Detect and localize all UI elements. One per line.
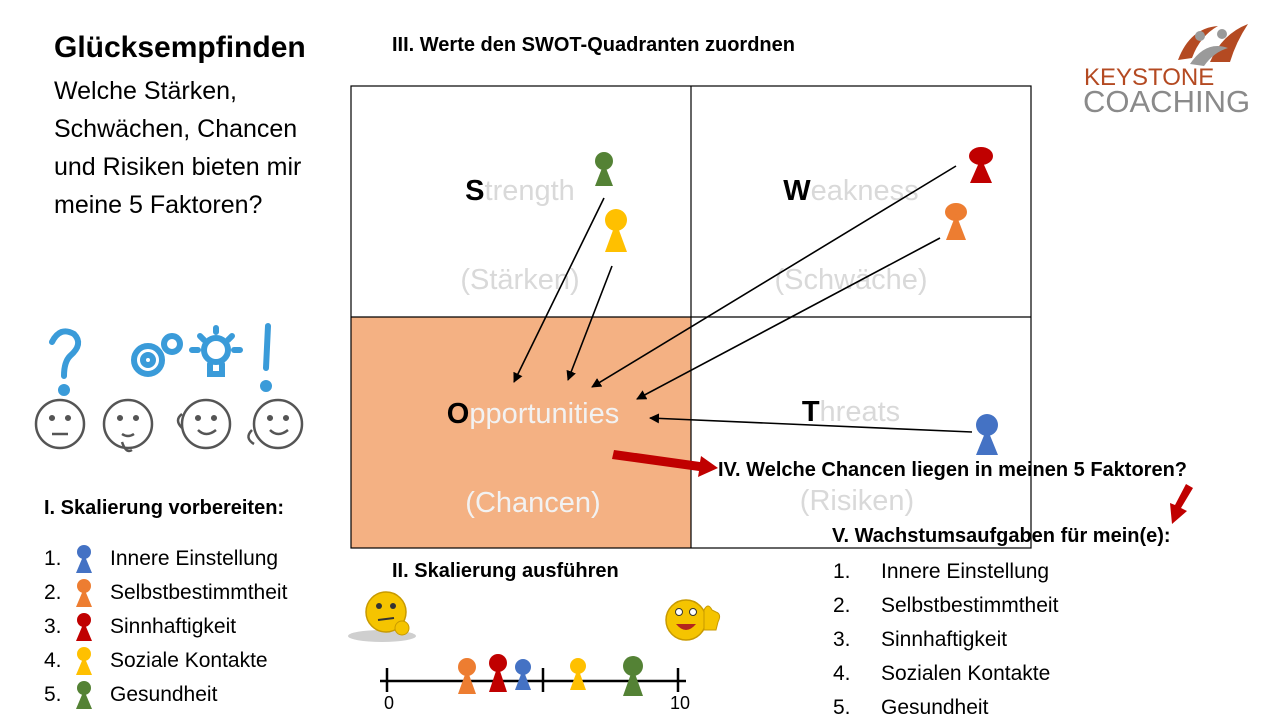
factor-label: Soziale Kontakte [110,649,268,672]
factor-pawn-icon [76,647,92,675]
factor-number: 4. [44,649,62,672]
scale-pawn-gesundheit-icon [623,656,643,696]
factor-number: 2. [44,581,62,604]
page-title: Glücksempfinden [54,31,306,64]
logo-text-coaching: COACHING [1083,84,1251,119]
logo-text-keystone: KEYSTONE [1084,64,1215,91]
pawn-innere-einstellung-icon [976,414,998,455]
arrow-health-to-opportunities [513,197,605,383]
growth-label: Sinnhaftigkeit [881,628,1008,651]
factor-label: Gesundheit [110,683,218,706]
growth-label: Innere Einstellung [881,560,1050,583]
step4-heading: IV. Welche Chancen liegen in meinen 5 Fa… [718,459,1188,481]
factor-pawn-icon [76,545,92,573]
pawn-selbstbestimmtheit-icon [945,203,967,240]
step5-heading: V. Wachstumsaufgaben für mein(e): [832,525,1171,547]
scale-min-label: 0 [384,693,394,713]
strength-label: Strength [465,175,575,207]
growth-number: 3. [833,628,851,651]
opportunities-label: Opportunities [447,398,620,430]
factor-pawn-icon [76,579,92,607]
step1-heading: I. Skalierung vorbereiten: [44,497,285,519]
weakness-label: Weakness [783,175,918,207]
step3-heading: III. Werte den SWOT-Quadranten zuordnen [392,34,795,56]
arrow-attitude-to-opportunities [649,413,973,433]
weakness-rest: eakness [811,175,919,207]
weakness-letter: W [783,175,811,207]
factor-pawn-icon [76,681,92,709]
pawn-sinnhaftigkeit-icon [969,147,993,183]
scale-pawn-soziale-kontakte-icon [570,658,586,690]
threats-label: Threats [802,396,900,428]
threats-sub: (Risiken) [800,485,914,517]
opportunities-sub: (Chancen) [465,487,600,519]
arrow-social-to-opportunities [566,265,613,381]
thinking-doodles-icon [34,323,304,453]
factor-number: 5. [44,683,62,706]
growth-number: 4. [833,662,851,685]
strength-sub: (Stärken) [460,264,579,296]
opportunities-quadrant-fill [351,317,691,548]
growth-label: Sozialen Kontakte [881,662,1051,685]
scale-pawn-sinnhaftigkeit-icon [489,654,507,692]
opportunities-rest: pportunities [469,398,619,430]
factor-number: 1. [44,547,62,570]
keystone-logo-mark [1178,24,1248,66]
pawn-gesundheit-icon [595,152,613,186]
sad-thinking-emoji-icon [348,591,416,642]
arrow-meaning-to-opportunities [591,165,957,388]
growth-number: 5. [833,696,851,719]
growth-label: Gesundheit [881,696,989,719]
growth-label: Selbstbestimmtheit [881,594,1059,617]
growth-number: 2. [833,594,851,617]
scale-max-label: 10 [670,693,690,713]
strength-letter: S [465,175,484,207]
happy-thumbs-up-emoji-icon [665,599,721,641]
scale-pawn-innere-einstellung-icon [515,659,531,690]
red-arrow-to-step4 [612,450,718,477]
guiding-question: Welche Stärken, Schwächen, Chancen und R… [54,77,302,219]
factor-label: Sinnhaftigkeit [110,615,237,638]
threats-letter: T [802,396,820,428]
strength-rest: trength [485,175,575,207]
red-arrow-to-step5 [1170,484,1193,524]
factor-label: Selbstbestimmtheit [110,581,288,604]
threats-rest: hreats [820,396,901,428]
factor-pawn-icon [76,613,92,641]
factor-number: 3. [44,615,62,638]
step2-heading: II. Skalierung ausführen [392,560,619,582]
pawn-soziale-kontakte-icon [605,209,627,252]
arrow-selfdetermination-to-opportunities [636,237,941,400]
growth-number: 1. [833,560,851,583]
opportunities-letter: O [447,398,470,430]
weakness-sub: (Schwäche) [774,264,927,296]
factor-label: Innere Einstellung [110,547,279,570]
scale-pawn-selbstbestimmtheit-icon [458,658,476,694]
